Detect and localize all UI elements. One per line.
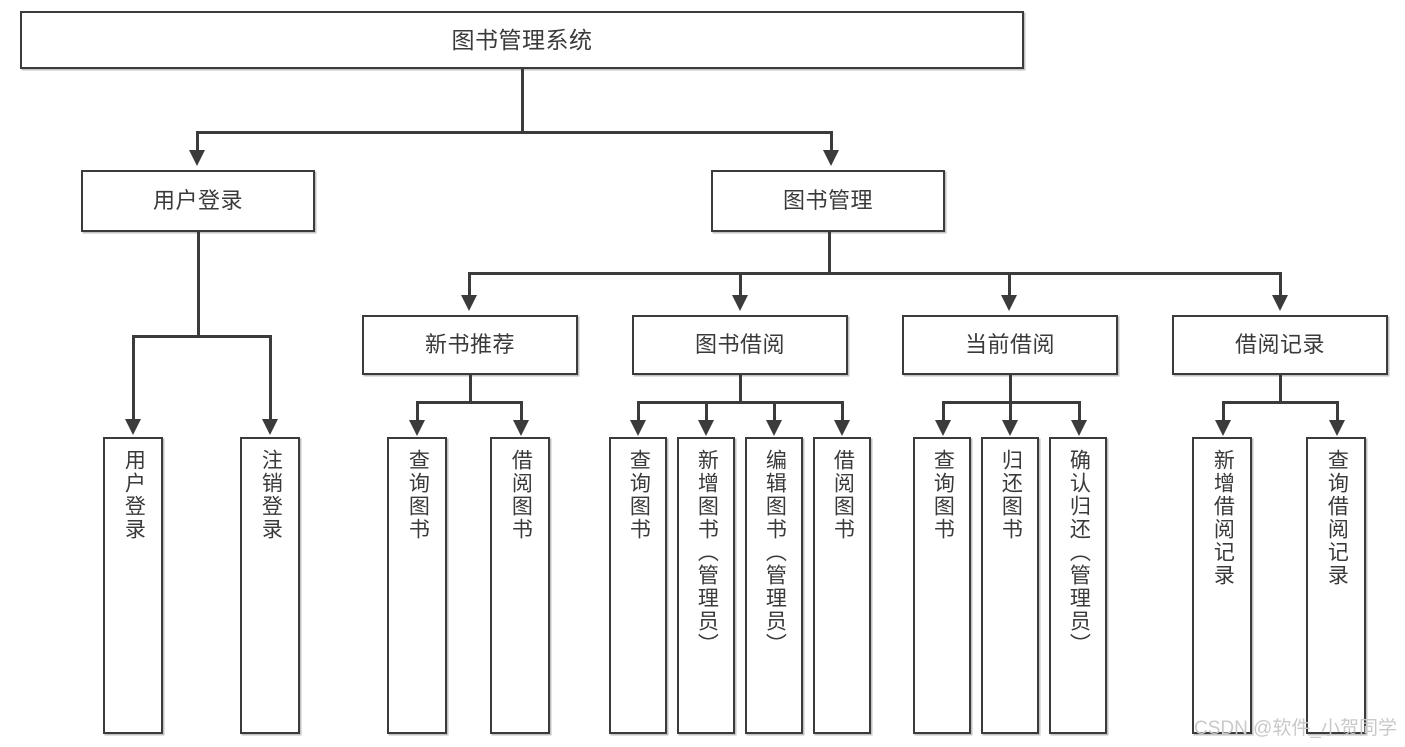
connector-user-login-stem — [197, 232, 200, 337]
node-label: 查询图书 — [627, 449, 651, 541]
arrowhead-leaf-add-record — [1215, 420, 1231, 436]
node-label: 借阅图书 — [509, 449, 533, 541]
connector-user-login-to-leaf-2 — [269, 335, 272, 420]
connector-book-borrow-to-leaf-3 — [773, 401, 776, 421]
node-leaf-query-book-3[interactable]: 查询图书 — [913, 437, 971, 734]
node-label: 新书推荐 — [424, 332, 515, 357]
node-label: 编辑图书（管理员） — [763, 449, 787, 656]
arrowhead-leaf-return-book — [1002, 420, 1018, 436]
node-current-borrow[interactable]: 当前借阅 — [902, 315, 1118, 375]
node-new-book-recommend[interactable]: 新书推荐 — [362, 315, 578, 375]
connector-user-login-bus — [132, 335, 270, 338]
node-label: 查询借阅记录 — [1325, 449, 1349, 587]
connector-current-borrow-stem — [1009, 375, 1012, 403]
arrowhead-book-manage — [823, 150, 839, 166]
connector-book-manage-to-new-book — [468, 272, 471, 296]
arrowhead-user-login — [189, 150, 205, 166]
connector-root-bus — [196, 131, 832, 134]
arrowhead-leaf-borrow-book-1 — [513, 420, 529, 436]
connector-current-borrow-to-leaf-1 — [942, 401, 945, 421]
node-user-login[interactable]: 用户登录 — [81, 170, 315, 232]
arrowhead-leaf-query-book-2 — [630, 420, 646, 436]
arrowhead-leaf-confirm-return — [1071, 420, 1087, 436]
node-leaf-user-login[interactable]: 用户登录 — [103, 437, 163, 734]
node-leaf-confirm-return[interactable]: 确认归还（管理员） — [1049, 437, 1107, 734]
node-label: 注销登录 — [259, 449, 283, 541]
connector-book-manage-to-book-borrow — [739, 272, 742, 296]
node-label: 查询图书 — [406, 449, 430, 541]
node-label: 图书借阅 — [694, 332, 785, 357]
node-label: 当前借阅 — [964, 332, 1055, 357]
connector-current-borrow-to-leaf-2 — [1009, 401, 1012, 421]
connector-new-book-bus — [416, 401, 522, 404]
connector-root-stem — [521, 69, 524, 132]
node-label: 查询图书 — [931, 449, 955, 541]
connector-borrow-record-to-leaf-1 — [1222, 401, 1225, 421]
connector-book-manage-to-borrow-record — [1279, 272, 1282, 296]
node-leaf-edit-book[interactable]: 编辑图书（管理员） — [745, 437, 803, 734]
node-leaf-query-record[interactable]: 查询借阅记录 — [1306, 437, 1366, 734]
node-label: 图书管理 — [782, 188, 873, 213]
node-leaf-return-book[interactable]: 归还图书 — [981, 437, 1039, 734]
arrowhead-leaf-logout — [262, 419, 278, 435]
node-borrow-record[interactable]: 借阅记录 — [1172, 315, 1388, 375]
node-leaf-add-record[interactable]: 新增借阅记录 — [1192, 437, 1252, 734]
arrowhead-borrow-record — [1272, 295, 1288, 311]
connector-book-borrow-stem — [739, 375, 742, 403]
node-leaf-logout[interactable]: 注销登录 — [240, 437, 300, 734]
node-label: 借阅记录 — [1234, 332, 1325, 357]
arrowhead-new-book-recommend — [461, 295, 477, 311]
connector-root-to-user-login — [196, 131, 199, 151]
node-label: 新增图书（管理员） — [695, 449, 719, 656]
connector-borrow-record-bus — [1222, 401, 1338, 404]
arrowhead-leaf-edit-book — [766, 420, 782, 436]
connector-book-borrow-bus — [637, 401, 841, 404]
node-book-borrow[interactable]: 图书借阅 — [632, 315, 848, 375]
node-leaf-borrow-book-1[interactable]: 借阅图书 — [490, 437, 550, 734]
connector-new-book-to-leaf-1 — [416, 401, 419, 421]
arrowhead-leaf-query-book-1 — [409, 420, 425, 436]
arrowhead-leaf-query-record — [1329, 420, 1345, 436]
connector-book-manage-bus — [468, 272, 1280, 275]
node-label: 确认归还（管理员） — [1067, 449, 1091, 656]
node-root-system[interactable]: 图书管理系统 — [20, 11, 1024, 69]
node-leaf-add-book[interactable]: 新增图书（管理员） — [677, 437, 735, 734]
node-label: 图书管理系统 — [451, 26, 593, 53]
arrowhead-book-borrow — [732, 295, 748, 311]
arrowhead-current-borrow — [1001, 295, 1017, 311]
node-leaf-query-book-2[interactable]: 查询图书 — [609, 437, 667, 734]
node-leaf-borrow-book-2[interactable]: 借阅图书 — [813, 437, 871, 734]
arrowhead-leaf-add-book — [698, 420, 714, 436]
connector-book-borrow-to-leaf-1 — [637, 401, 640, 421]
connector-new-book-to-leaf-2 — [520, 401, 523, 421]
connector-book-manage-to-current-borrow — [1008, 272, 1011, 296]
node-label: 新增借阅记录 — [1211, 449, 1235, 587]
connector-book-borrow-to-leaf-2 — [705, 401, 708, 421]
node-label: 归还图书 — [999, 449, 1023, 541]
node-label: 借阅图书 — [831, 449, 855, 541]
node-label: 用户登录 — [152, 188, 243, 213]
connector-book-manage-stem — [828, 232, 831, 274]
arrowhead-leaf-user-login — [125, 419, 141, 435]
arrowhead-leaf-borrow-book-2 — [834, 420, 850, 436]
arrowhead-leaf-query-book-3 — [935, 420, 951, 436]
connector-root-to-book-manage — [830, 131, 833, 151]
connector-new-book-stem — [469, 375, 472, 403]
node-leaf-query-book-1[interactable]: 查询图书 — [387, 437, 447, 734]
connector-borrow-record-stem — [1279, 375, 1282, 403]
connector-book-borrow-to-leaf-4 — [841, 401, 844, 421]
connector-borrow-record-to-leaf-2 — [1336, 401, 1339, 421]
connector-user-login-to-leaf-1 — [132, 335, 135, 420]
connector-current-borrow-to-leaf-3 — [1078, 401, 1081, 421]
node-label: 用户登录 — [122, 449, 146, 541]
node-book-manage[interactable]: 图书管理 — [711, 170, 945, 232]
